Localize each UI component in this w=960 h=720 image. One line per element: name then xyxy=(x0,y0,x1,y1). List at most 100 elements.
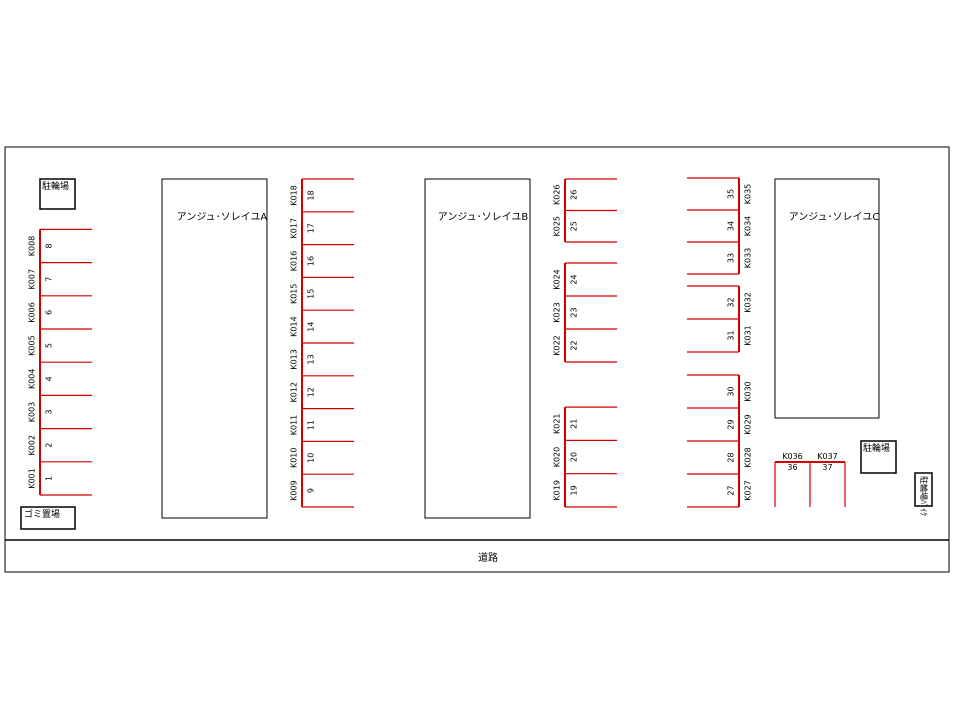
site-boundary xyxy=(4,146,950,573)
garbage-area[interactable]: ゴミ置場 xyxy=(20,506,76,530)
stall-number: 11 xyxy=(307,420,316,430)
stall-number: 8 xyxy=(45,243,54,248)
stall-code: K024 xyxy=(553,269,562,290)
parking-stall[interactable]: K014 14 xyxy=(290,316,316,337)
stall-number: 36 xyxy=(787,463,797,472)
parking-stall[interactable]: K024 24 xyxy=(553,269,579,290)
stall-number: 7 xyxy=(45,277,54,282)
building-b[interactable]: アンジュ･ソレイユB xyxy=(424,178,531,519)
stall-code: K034 xyxy=(744,216,753,237)
building-b-label: アンジュ･ソレイユB xyxy=(438,212,529,223)
stall-code: K002 xyxy=(28,435,37,456)
stall-number: 31 xyxy=(727,330,736,340)
stall-code: K029 xyxy=(744,414,753,435)
stall-code: K018 xyxy=(290,185,299,206)
stall-code: K035 xyxy=(744,184,753,205)
stall-number: 29 xyxy=(727,419,736,429)
stall-code: K022 xyxy=(553,335,562,356)
building-c[interactable]: アンジュ･ソレイユC xyxy=(774,178,880,419)
bike-parking-left-label: 駐輪場 xyxy=(42,180,69,192)
stall-code: K013 xyxy=(290,349,299,370)
stall-code: K030 xyxy=(744,381,753,402)
stall-number: 1 xyxy=(45,476,54,481)
stall-number: 18 xyxy=(307,190,316,200)
stall-code: K008 xyxy=(28,236,37,257)
stall-number: 24 xyxy=(570,274,579,284)
stall-number: 25 xyxy=(570,221,579,231)
stall-code: K019 xyxy=(553,480,562,501)
parking-stall[interactable]: K019 19 xyxy=(553,480,579,501)
parking-stall[interactable]: K013 13 xyxy=(290,349,316,370)
parking-stall[interactable]: K032 32 xyxy=(727,292,753,313)
stall-code: K007 xyxy=(28,269,37,290)
road-label: 道路 xyxy=(478,551,498,564)
stall-number: 35 xyxy=(727,189,736,199)
stall-number: 6 xyxy=(45,310,54,315)
bike-parking-left[interactable]: 駐輪場 xyxy=(39,178,76,210)
stall-code: K037 xyxy=(817,452,838,461)
stall-code: K001 xyxy=(28,468,37,489)
stall-code: K014 xyxy=(290,316,299,337)
parking-stall[interactable]: K025 25 xyxy=(553,216,579,237)
parking-stall[interactable]: K015 15 xyxy=(290,284,316,305)
parking-stall[interactable]: K001 1 xyxy=(28,468,54,489)
stall-number: 22 xyxy=(570,340,579,350)
stall-number: 14 xyxy=(307,322,316,332)
stall-code: K012 xyxy=(290,382,299,403)
parking-stall[interactable]: K012 12 xyxy=(290,382,316,403)
stall-number: 15 xyxy=(307,289,316,299)
stall-code: K003 xyxy=(28,402,37,423)
stall-number: 13 xyxy=(307,354,316,364)
stall-code: K015 xyxy=(290,284,299,305)
stall-number: 32 xyxy=(727,297,736,307)
parking-stall[interactable]: K035 35 xyxy=(727,184,753,205)
building-a[interactable]: アンジュ･ソレイユA xyxy=(161,178,268,519)
parking-stall[interactable]: K022 22 xyxy=(553,335,579,356)
stall-code: K021 xyxy=(553,413,562,434)
stall-number: 19 xyxy=(570,485,579,495)
stall-code: K004 xyxy=(28,369,37,390)
stall-code: K033 xyxy=(744,248,753,269)
bike-parking-right[interactable]: 駐輪場 xyxy=(860,440,897,474)
garbage-area-label: ゴミ置場 xyxy=(24,508,60,520)
stall-number: 10 xyxy=(307,453,316,463)
stall-number: 23 xyxy=(570,307,579,317)
stall-code: K017 xyxy=(290,218,299,239)
stall-code: K028 xyxy=(744,447,753,468)
stall-code: K032 xyxy=(744,292,753,313)
parking-stall[interactable]: K008 8 xyxy=(28,236,54,257)
parking-stall[interactable]: K030 30 xyxy=(727,381,753,402)
stall-code: K025 xyxy=(553,216,562,237)
parking-stall[interactable]: K018 18 xyxy=(290,185,316,206)
motorbike-parking[interactable]: 駐輪場ﾊﾞｲｸ xyxy=(914,472,933,516)
stall-number: 30 xyxy=(727,386,736,396)
stall-code: K005 xyxy=(28,335,37,356)
stall-number: 12 xyxy=(307,387,316,397)
parking-stall[interactable]: K029 29 xyxy=(727,414,753,435)
parking-stall[interactable]: K007 7 xyxy=(28,269,54,290)
stall-number: 27 xyxy=(727,485,736,495)
